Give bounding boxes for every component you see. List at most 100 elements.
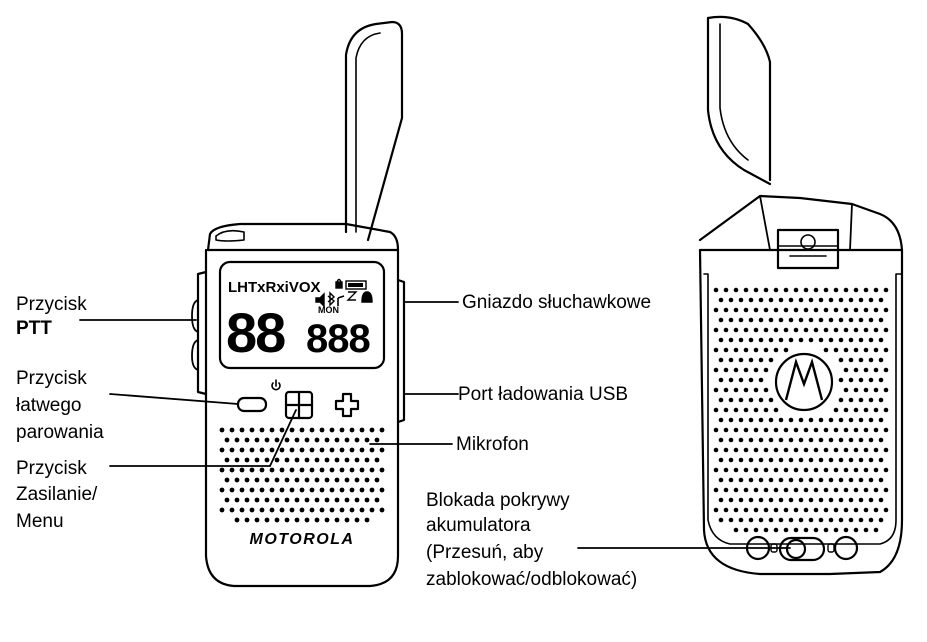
speaker-hole: [344, 517, 350, 523]
speaker-hole: [758, 417, 764, 423]
speaker-hole: [818, 457, 824, 463]
speaker-hole: [843, 507, 849, 513]
speaker-hole: [738, 437, 744, 443]
speaker-hole: [858, 397, 864, 403]
speaker-hole: [319, 447, 325, 453]
speaker-hole: [883, 307, 889, 313]
speaker-hole: [723, 287, 729, 293]
speaker-hole: [304, 517, 310, 523]
speaker-hole: [743, 507, 749, 513]
speaker-hole: [853, 407, 859, 413]
speaker-hole: [843, 467, 849, 473]
speaker-hole: [778, 297, 784, 303]
speaker-hole: [728, 337, 734, 343]
speaker-hole: [873, 467, 879, 473]
speaker-hole: [823, 467, 829, 473]
label-ptt-line1: Przycisk: [16, 294, 87, 315]
speaker-hole: [873, 507, 879, 513]
speaker-hole: [249, 507, 255, 513]
speaker-hole: [833, 307, 839, 313]
speaker-hole: [713, 407, 719, 413]
speaker-hole: [354, 457, 360, 463]
speaker-hole: [269, 507, 275, 513]
speaker-hole: [324, 457, 330, 463]
speaker-hole: [798, 297, 804, 303]
speaker-hole: [319, 507, 325, 513]
speaker-hole: [718, 477, 724, 483]
speaker-hole: [838, 357, 844, 363]
speaker-hole: [778, 437, 784, 443]
speaker-hole: [853, 487, 859, 493]
speaker-hole: [314, 477, 320, 483]
speaker-hole: [763, 487, 769, 493]
speaker-hole: [748, 397, 754, 403]
speaker-hole: [863, 527, 869, 533]
speaker-hole: [858, 497, 864, 503]
speaker-hole: [863, 467, 869, 473]
lcd-small-digits: 888: [306, 317, 370, 361]
speaker-hole: [738, 497, 744, 503]
speaker-hole: [743, 487, 749, 493]
speaker-hole: [838, 477, 844, 483]
speaker-hole: [813, 427, 819, 433]
leader-lines: [79, 301, 791, 549]
speaker-hole: [284, 497, 290, 503]
speaker-hole: [878, 477, 884, 483]
speaker-hole: [828, 477, 834, 483]
speaker-hole: [823, 327, 829, 333]
speaker-hole: [279, 427, 285, 433]
speaker-hole: [848, 357, 854, 363]
speaker-hole: [728, 497, 734, 503]
speaker-hole: [743, 427, 749, 433]
speaker-hole: [239, 487, 245, 493]
speaker-hole: [309, 427, 315, 433]
speaker-hole: [848, 457, 854, 463]
speaker-hole: [733, 467, 739, 473]
lcd-display: LHTxRxiVOX MON 88 888: [226, 278, 373, 364]
speaker-hole: [309, 487, 315, 493]
speaker-hole: [818, 517, 824, 523]
speaker-hole: [868, 357, 874, 363]
speaker-hole: [359, 467, 365, 473]
speaker-hole: [783, 487, 789, 493]
speaker-hole: [344, 437, 350, 443]
speaker-hole: [768, 297, 774, 303]
speaker-hole: [768, 477, 774, 483]
speaker-hole: [713, 327, 719, 333]
speaker-hole: [733, 367, 739, 373]
speaker-hole: [379, 447, 385, 453]
label-usb: Port ładowania USB: [458, 384, 628, 405]
speaker-hole: [858, 477, 864, 483]
speaker-hole: [843, 407, 849, 413]
speaker-hole: [868, 417, 874, 423]
speaker-hole: [359, 447, 365, 453]
speaker-hole: [359, 507, 365, 513]
speaker-hole: [748, 437, 754, 443]
speaker-hole: [778, 497, 784, 503]
speaker-hole: [219, 447, 225, 453]
speaker-hole: [758, 317, 764, 323]
power-icon: [271, 379, 281, 391]
ptt-button-shape: [191, 299, 199, 333]
speaker-hole: [359, 427, 365, 433]
speaker-hole: [728, 477, 734, 483]
speaker-hole: [254, 477, 260, 483]
speaker-hole: [743, 527, 749, 533]
speaker-hole: [264, 457, 270, 463]
speaker-hole: [354, 437, 360, 443]
speaker-hole: [324, 437, 330, 443]
speaker-hole: [713, 307, 719, 313]
speaker-hole: [813, 527, 819, 533]
speaker-hole: [853, 287, 859, 293]
speaker-hole: [798, 417, 804, 423]
speaker-hole: [773, 447, 779, 453]
speaker-hole: [229, 467, 235, 473]
speaker-hole: [863, 387, 869, 393]
speaker-hole: [813, 327, 819, 333]
speaker-hole: [833, 487, 839, 493]
label-ptt-line2: PTT: [16, 318, 52, 339]
speaker-hole: [883, 367, 889, 373]
speaker-hole: [863, 327, 869, 333]
battery-icon: [345, 280, 367, 290]
